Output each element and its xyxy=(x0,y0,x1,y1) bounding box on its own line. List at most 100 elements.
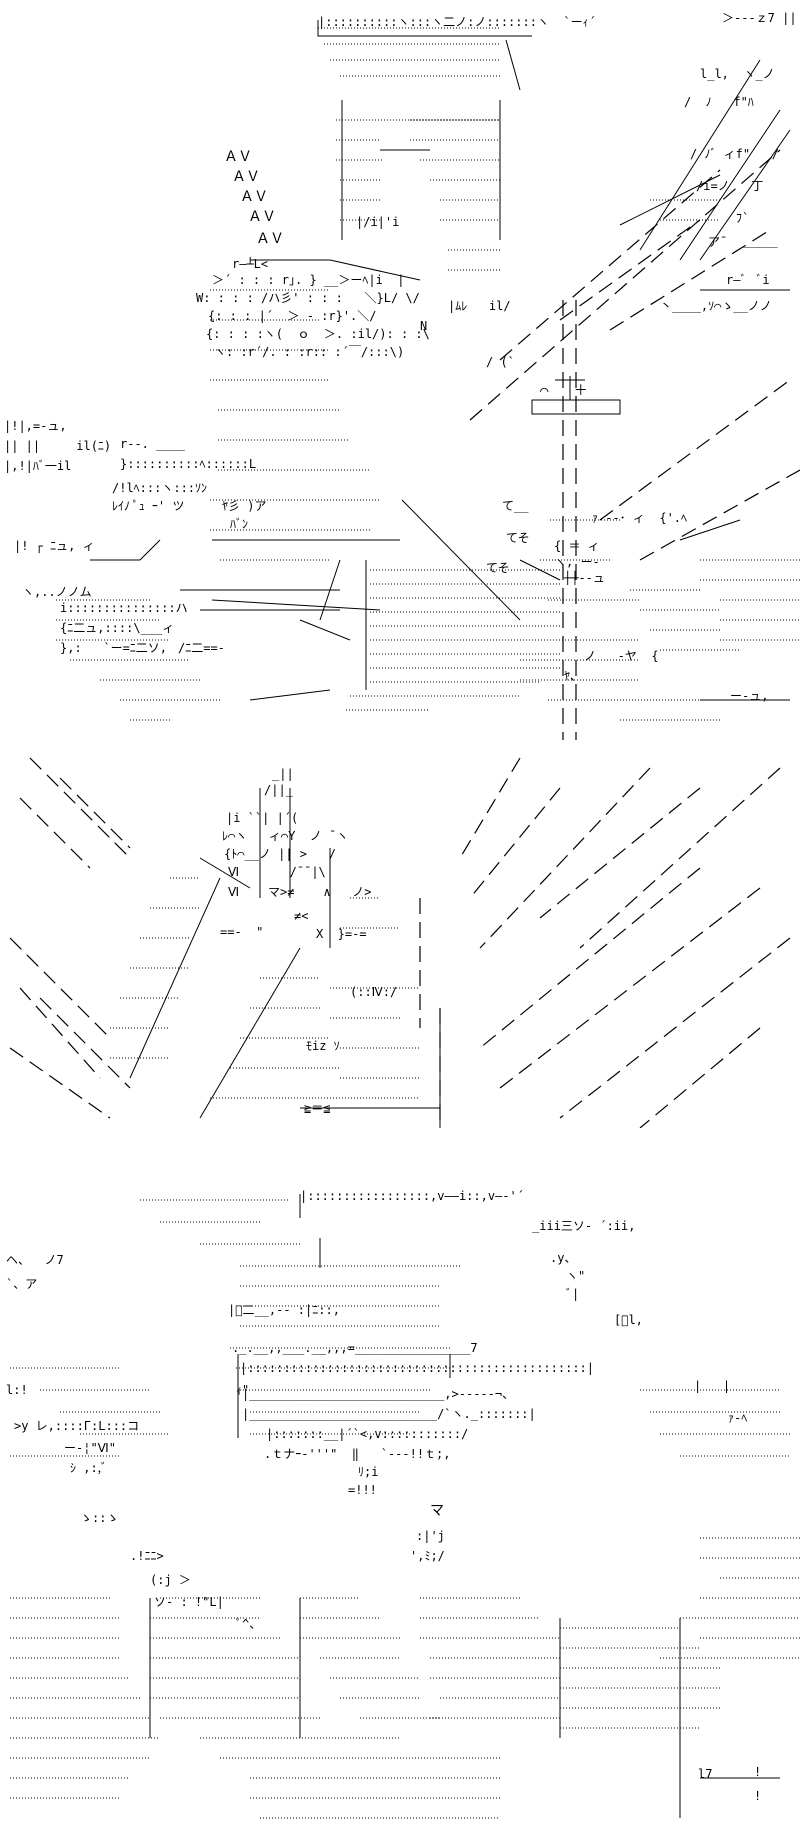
ascii-line: X }=-= xyxy=(316,927,367,941)
ascii-line: |:::::::::::::::::::::::::::::::::::::::… xyxy=(240,1361,595,1375)
ascii-line: {: : : :ヽ( ｏ ＞. :il/): : :\ xyxy=(206,327,430,341)
ascii-line: (:j ＞ xyxy=(150,1573,191,1587)
mid-creatures xyxy=(10,1367,800,1659)
ascii-line: ⌒ ＋ xyxy=(540,383,588,399)
ascii-line: r--. ____ xyxy=(120,437,186,451)
ascii-line: ＡＶ xyxy=(224,149,252,165)
ascii-line: l_l, ヽ_ノ xyxy=(700,67,775,81)
ascii-line: ＞´ : : : r｣. } __＞ーﾍ|i | xyxy=(212,273,405,287)
ascii-line: ア¯ ＿＿＿ xyxy=(708,235,778,249)
ascii-line: ==- " xyxy=(220,925,264,939)
ascii-line: i:::::::::::::::ハ xyxy=(60,601,188,615)
speed-lines-right xyxy=(419,757,791,1128)
ascii-line: ﾚｲﾉ ﾟｭ ｰ' ツ xyxy=(112,499,185,513)
ascii-line: >y レ,::::Г:L:::コ xyxy=(14,1419,140,1433)
ascii-line: |,!|ﾊﾞ一il xyxy=(4,459,72,473)
ascii-line: |::::::::::ヽ:::ヽ二ノ:ノ:::::::ヽ `ーｨ´ xyxy=(318,15,596,29)
ascii-line: ﾔ、 xyxy=(564,669,583,683)
ascii-line: N xyxy=(420,319,428,333)
ascii-art-panel-3: |:::::::::::::::::,v――i::,v―‐'´ _iii三ソ‐ … xyxy=(0,1178,800,1832)
ascii-line: ー-ュ, xyxy=(730,689,769,703)
ascii-line: ヽ: :r´/. : :r:: :´￣/:::\) xyxy=(214,345,405,359)
ascii-line: ﾊﾞﾝ xyxy=(230,517,249,531)
ascii-line: ﾟ^、 xyxy=(236,1617,262,1631)
ascii-line: ﾘ;i xyxy=(358,1465,379,1479)
upper-right-speed-lines xyxy=(469,149,800,561)
ascii-line: ! xyxy=(754,1789,762,1803)
ascii-line: Ⅵ /¯¯|\ xyxy=(228,865,326,879)
ascii-line: ┼┼--ュ xyxy=(564,571,605,585)
ascii-line: `、ア xyxy=(6,1277,38,1291)
ascii-line: /i=ノ 丁 xyxy=(696,179,764,193)
bottom-crowd xyxy=(10,1597,780,1819)
ascii-line: ﾌ` xyxy=(736,211,750,225)
ascii-line: / ﾉﾞ ィf" / xyxy=(690,147,780,161)
ascii-line: {ﾄ⌒__ノ || > / xyxy=(224,847,336,861)
ascii-line: ! xyxy=(754,1765,762,1779)
figure-body xyxy=(110,788,441,1128)
ascii-line: |___________________________,>-‐‐‐‐¬、 xyxy=(242,1387,515,1401)
ascii-line: ﾓiz ｿ xyxy=(306,1039,340,1053)
ascii-line: てそ xyxy=(486,561,510,575)
ascii-line: ｼ ,:,ﾞ xyxy=(70,1461,108,1475)
upper-right-arm xyxy=(619,59,791,291)
ascii-line: 丶____,ｿ⌒ゝ__ノノ xyxy=(660,299,772,313)
ascii-line: マ xyxy=(430,1503,444,1519)
ascii-line: / (` xyxy=(486,355,515,369)
ascii-line: W: : : : /ハ彡' : : : ＼}L/ \/ xyxy=(196,291,420,305)
panel-3-strokes xyxy=(10,1194,800,1819)
ascii-line: .!ﾆﾆ> xyxy=(130,1549,164,1563)
ascii-line: てそ xyxy=(506,531,530,545)
ascii-line: ｧ-ﾍ xyxy=(728,1411,748,1425)
robe-block-dots xyxy=(346,559,561,711)
ascii-art-panel-1: |::::::::::ヽ:::ヽ二ノ:ノ:::::::ヽ `ーｨ´ ＞---ｚ7… xyxy=(0,0,800,740)
ascii-line: |i ``| |´( xyxy=(226,811,299,825)
speed-lines-left xyxy=(9,757,131,1119)
ascii-line: || || il(ﾆ) xyxy=(4,439,112,453)
ascii-line: |ﾞ二__,-‐ :|ﾆ::, xyxy=(228,1303,340,1317)
panel-2-strokes xyxy=(9,757,791,1128)
ascii-line: ＡＶ xyxy=(240,189,268,205)
ascii-line: ノ -ヤ { xyxy=(584,649,659,663)
ascii-art-panel-2: _|| /||_ |i ``| |´( ﾚ⌒ヽ ィ⌒Y ノ ¯ヽ {ﾄ⌒__ノ … xyxy=(0,748,800,1128)
ascii-line: ._.__,,___.__,,,=________________7 xyxy=(232,1341,478,1355)
ascii-line: |:::::::::::::::::,v――i::,v―‐'´ xyxy=(300,1189,524,1203)
ascii-line: _iii三ソ‐ ´:ii, xyxy=(532,1219,636,1233)
ascii-line: |__________________________/`ヽ._:::::::| xyxy=(242,1407,536,1421)
ascii-line: },: `ー=ﾆ二ソ, xyxy=(60,641,168,655)
panel-1-strokes xyxy=(56,20,800,740)
ascii-line: /ﾆ二==- xyxy=(178,641,225,655)
ascii-line: ≠< xyxy=(294,909,309,923)
ascii-line: Ⅵ マ>≠ ∧ ノ> xyxy=(228,885,372,899)
ascii-line: {: : : |´ ＞ - :r}'.＼/ xyxy=(208,309,377,323)
ascii-line: /!lﾍ:::ヽ:::ｿﾝ xyxy=(112,481,208,495)
ascii-line: |! ┌ ﾆュ, ィ xyxy=(14,539,95,553)
ascii-line: ﾔ彡 )ア xyxy=(222,499,267,513)
ascii-line: [ﾞl, xyxy=(614,1313,643,1327)
top-structure xyxy=(140,1194,460,1438)
ascii-line: / ﾉ f"ﾊ xyxy=(684,95,754,109)
ascii-line: ＡＶ xyxy=(232,169,260,185)
ascii-line: l:! xyxy=(6,1383,28,1397)
ascii-line: }::::::::::ﾍ::::::L xyxy=(120,457,257,471)
ascii-line: ソ- : !"L| xyxy=(154,1595,224,1609)
ascii-line: ヽ" xyxy=(566,1269,586,1283)
left-figure-dots xyxy=(56,539,340,721)
ascii-line: r―┴L< xyxy=(232,257,269,271)
ascii-line: |!|,=-ュ, xyxy=(4,419,67,433)
ascii-line: =!!! xyxy=(348,1483,377,1497)
ascii-line: .ｔナｰ‐'''" ‖ `--‐!!ｔ;, xyxy=(264,1447,451,1461)
ascii-line: r―ﾞ ﾞi xyxy=(726,273,770,287)
ascii-line: ＞---ｚ7 || xyxy=(722,11,797,25)
ascii-line: ゝ::ゝ xyxy=(80,1511,119,1525)
ascii-line: |ﾑﾚ il/ xyxy=(448,299,511,313)
ascii-line: {ﾆ二ュ,::::\___ィ xyxy=(60,621,175,635)
ascii-line: ﾞ| xyxy=(566,1287,580,1301)
ascii-line: .y、 xyxy=(550,1251,577,1265)
ascii-line: { ＝ ィ xyxy=(554,539,600,553)
ascii-line: /||_ xyxy=(264,783,293,797)
ascii-line: ≧＝≦ xyxy=(304,1101,331,1115)
ascii-line: て__ xyxy=(502,499,529,513)
ascii-line: ﾚ⌒ヽ ィ⌒Y ノ ¯ヽ xyxy=(222,829,349,843)
